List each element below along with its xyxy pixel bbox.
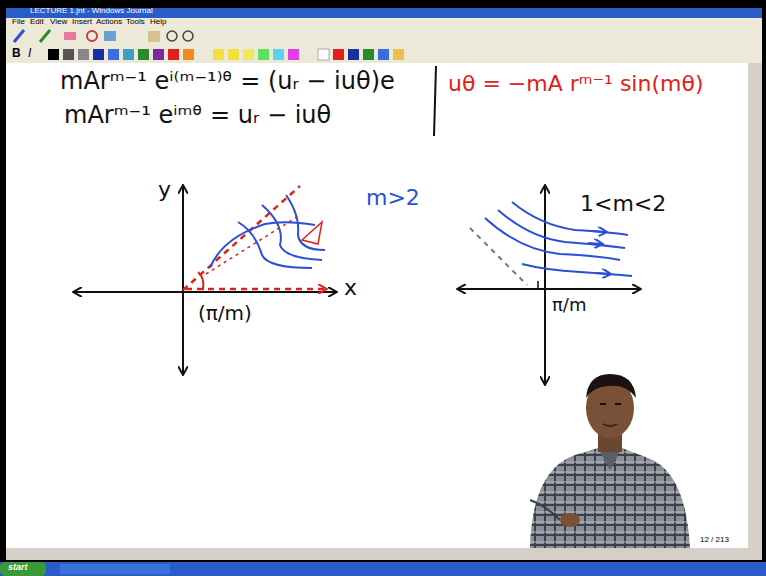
- italic-button: I: [28, 47, 31, 60]
- h-scroll-bar: [6, 548, 762, 560]
- axis-label: x: [344, 276, 357, 300]
- page-number: 12 / 213: [700, 536, 729, 545]
- menu-item: Actions: [96, 18, 122, 27]
- menu-item: Tools: [126, 18, 145, 27]
- color-palette: [48, 49, 404, 60]
- angle-label: (π/m): [198, 302, 252, 324]
- start-label: start: [8, 563, 28, 573]
- menu-item: Edit: [30, 18, 44, 27]
- menu-item: View: [50, 18, 67, 27]
- equation: mArᵐ⁻¹ eⁱ⁽ᵐ⁻¹⁾ᶿ = (uᵣ − iuθ)e: [60, 68, 395, 94]
- axis-label: y: [158, 178, 171, 202]
- title-bar: [6, 8, 762, 18]
- case-label: 1<m<2: [580, 192, 666, 216]
- tool-bar: [6, 28, 762, 46]
- divider-line: [434, 66, 436, 136]
- menu-item: Help: [150, 18, 166, 27]
- task-bar: [0, 562, 766, 576]
- task-button: [60, 564, 170, 574]
- equation: mArᵐ⁻¹ eⁱᵐᶿ = uᵣ − iuθ: [64, 102, 331, 128]
- m-gt-2-sketch: [74, 186, 336, 374]
- case-label: m>2: [366, 186, 420, 210]
- window-title: LECTURE 1.jnt - Windows Journal: [30, 7, 153, 16]
- tool-icons: [14, 30, 193, 42]
- bold-button: B: [12, 47, 21, 60]
- lecturer: [530, 374, 690, 548]
- scroll-bar: [748, 63, 762, 548]
- menu-item: File: [12, 18, 25, 27]
- angle-label: π/m: [552, 295, 586, 315]
- velocity-equation: uθ = −mA rᵐ⁻¹ sin(mθ): [448, 72, 703, 96]
- menu-bar: [6, 18, 762, 28]
- note-page: [6, 63, 748, 548]
- format-bar: [6, 46, 762, 63]
- menu-item: Insert: [72, 18, 92, 27]
- start-button: [0, 562, 46, 576]
